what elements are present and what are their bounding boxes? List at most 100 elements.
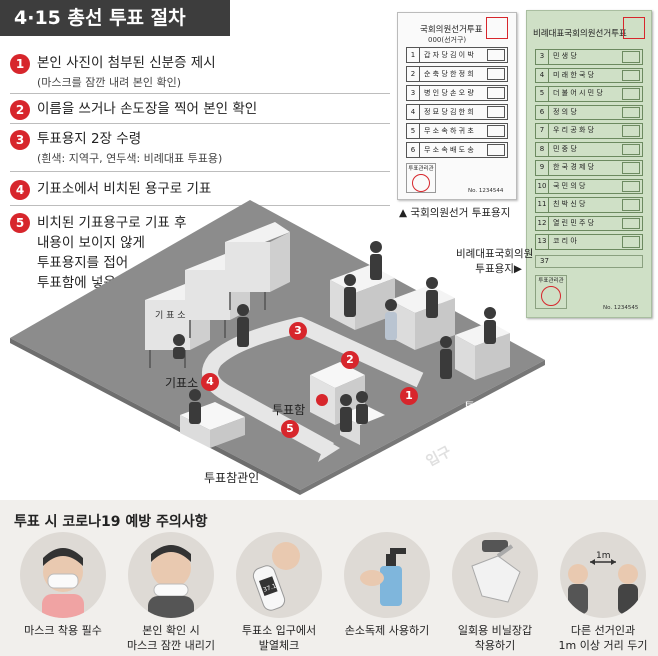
row-name: 민 생 당 xyxy=(553,52,577,60)
row-number: 5 xyxy=(407,124,420,138)
step-4: 4 기표소에서 비치된 용구로 기표 xyxy=(10,180,390,204)
officer-box-label: 투표관리관 xyxy=(408,166,434,172)
step-badge-5: 5 xyxy=(281,420,299,438)
row-number: 37 xyxy=(540,257,549,265)
row-name: 정 의 당 xyxy=(553,107,577,116)
officer-box: 투표관리관 xyxy=(535,275,567,309)
step-text-line: 투표용지를 접어 xyxy=(37,255,129,271)
ballot-box-label: 투표함 xyxy=(272,403,306,417)
tip-label-line: 일회용 비닐장갑 xyxy=(457,624,533,637)
mark-box xyxy=(622,199,640,211)
step-1: 1 본인 사진이 첨부된 신분증 제시 (마스크를 잠깐 내려 본인 확인) xyxy=(10,54,390,94)
row-number: 13 xyxy=(536,235,549,249)
distance-icon: 1m xyxy=(560,532,646,618)
seal-stamp-icon xyxy=(541,286,561,306)
tip-label-line: 본인 확인 시 xyxy=(142,624,200,637)
clerk-desk xyxy=(455,322,510,380)
row-number: 12 xyxy=(536,216,549,230)
caption-line: 투표용지▶ xyxy=(475,263,522,275)
ballot-serial: No. 1234544 xyxy=(468,188,504,194)
row-number: 9 xyxy=(536,161,549,175)
ballot-row: 37 xyxy=(535,255,643,268)
svg-text:1m: 1m xyxy=(596,551,611,561)
row-name: 무 소 속 하 귀 초 xyxy=(424,127,474,135)
divider xyxy=(10,171,390,172)
step-number-badge: 3 xyxy=(10,130,30,150)
ballot-serial: No. 1234545 xyxy=(603,305,639,311)
tip-label: 본인 확인 시 마스크 잠깐 내리기 xyxy=(116,623,226,653)
step-number-badge: 1 xyxy=(10,54,30,74)
row-number: 3 xyxy=(536,50,549,64)
officer-box: 투표관리관 xyxy=(406,163,436,193)
ballot-row: 12 열 린 민 주 당 xyxy=(535,215,643,231)
entrance-label: 입구 xyxy=(424,444,454,470)
row-name: 갑 자 당 김 이 박 xyxy=(424,51,474,59)
thermometer-icon: 37.1 xyxy=(236,532,322,618)
seal-stamp-icon xyxy=(486,17,508,39)
mark-box xyxy=(622,88,640,100)
divider xyxy=(10,123,390,124)
row-name: 코 리 아 xyxy=(553,237,577,245)
tip-label-line: 투표소 입구에서 xyxy=(241,624,317,637)
step-2: 2 이름을 쓰거나 손도장을 찍어 본인 확인 xyxy=(10,100,390,124)
row-number: 8 xyxy=(536,142,549,156)
tip-item: 일회용 비닐장갑 착용하기 xyxy=(440,532,550,653)
step-text: 기표소에서 비치된 용구로 기표 xyxy=(37,181,212,197)
mark-box xyxy=(487,87,505,99)
mark-box xyxy=(622,162,640,174)
row-name: 민 중 당 xyxy=(553,144,577,153)
tip-label: 손소독제 사용하기 xyxy=(344,624,430,637)
tip-label-line: 마스크 잠깐 내리기 xyxy=(127,639,215,652)
floor xyxy=(10,200,545,490)
local-ballot-caption: ▲ 국회의원선거 투표용지 xyxy=(399,207,511,219)
step-number-badge: 2 xyxy=(10,100,30,120)
row-number: 4 xyxy=(407,105,420,119)
row-number: 4 xyxy=(536,68,549,82)
ballot-header: 국회의원선거투표 xyxy=(420,25,483,35)
step-text-line: 비치된 기표용구로 기표 후 xyxy=(37,215,187,231)
ballot-row: 5 무 소 속 하 귀 초 xyxy=(406,123,508,139)
row-name: 열 린 민 주 당 xyxy=(553,218,595,227)
page-title: 4·15 총선 투표 절차 xyxy=(0,0,230,36)
divider xyxy=(10,93,390,94)
voting-path xyxy=(202,317,424,458)
row-number: 11 xyxy=(536,198,549,212)
tip-label-line: 다른 선거인과 xyxy=(570,624,636,637)
row-number: 3 xyxy=(407,86,420,100)
booth-label: 기표소 xyxy=(165,376,199,390)
step-text: 본인 사진이 첨부된 신분증 제시 xyxy=(37,55,216,71)
mark-box xyxy=(487,68,505,80)
tip-label: 마스크 착용 필수 xyxy=(24,624,102,637)
section-title: 투표 시 코로나19 예방 주의사항 xyxy=(14,514,208,530)
seal-stamp-icon xyxy=(623,17,645,39)
ballot-district: 000(선거구) xyxy=(428,36,467,44)
row-number: 7 xyxy=(536,124,549,138)
step-subtext: (흰색: 지역구, 연두색: 비례대표 투표용) xyxy=(37,152,223,165)
people xyxy=(173,241,496,432)
polling-station-illustration: 기 표 소 xyxy=(10,200,545,495)
mask-lowering-icon xyxy=(128,532,214,618)
row-number: 2 xyxy=(407,67,420,81)
step-3: 3 투표용지 2장 수령 (흰색: 지역구, 연두색: 비례대표 투표용) xyxy=(10,130,390,170)
plastic-glove-icon xyxy=(452,532,538,618)
step-text: 이름을 쓰거나 손도장을 찍어 본인 확인 xyxy=(37,101,258,117)
mark-box xyxy=(487,49,505,61)
covid-precautions-section xyxy=(0,500,658,656)
tip-item: 마스크 착용 필수 xyxy=(8,532,118,638)
row-number: 1 xyxy=(407,48,420,62)
mark-box xyxy=(622,106,640,118)
step-text-line: 내용이 보이지 않게 xyxy=(37,235,145,251)
step-badge-3: 3 xyxy=(289,322,307,340)
ballot-row: 3 민 생 당 xyxy=(535,49,643,65)
row-name: 더 불 어 시 민 당 xyxy=(553,89,603,97)
tip-item: 본인 확인 시 마스크 잠깐 내리기 xyxy=(116,532,226,653)
